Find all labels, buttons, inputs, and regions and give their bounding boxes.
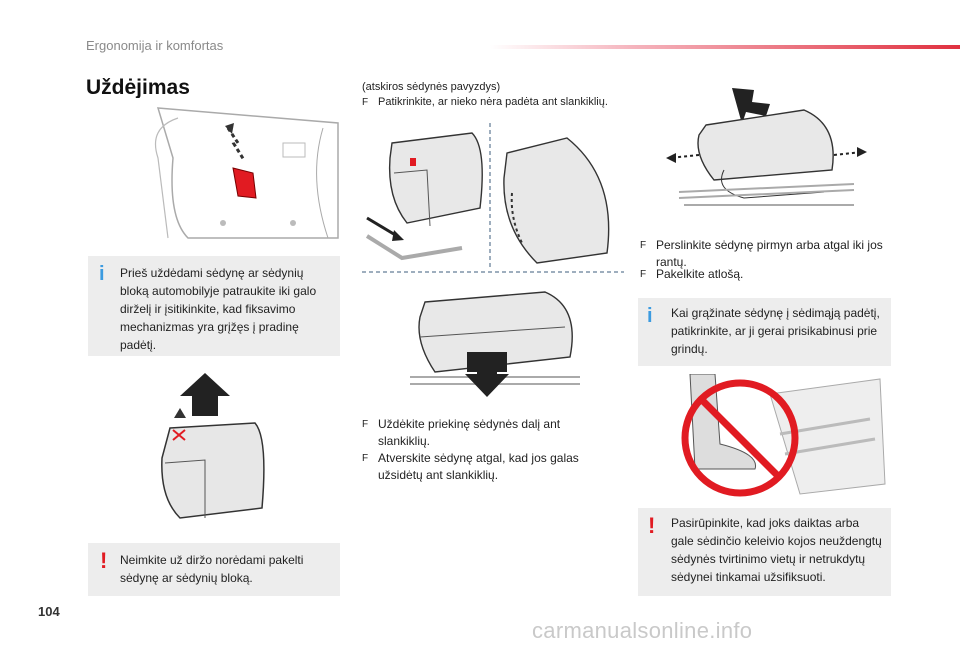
- bullet-icon: F: [362, 453, 369, 464]
- illustration-latch-handle: [88, 98, 340, 248]
- intro-bullet-text: Patikrinkite, ar nieko nėra padėta ant s…: [378, 96, 608, 108]
- header-accent-bar: [490, 45, 960, 49]
- bullet-icon: F: [362, 419, 369, 430]
- bullet-icon: F: [640, 269, 647, 280]
- right-bullet-1: F Perslinkite sėdynę pirmyn arba atgal i…: [640, 237, 890, 271]
- info-text: Kai grąžinate sėdynę į sėdimąją padėtį, …: [671, 306, 880, 356]
- illustration-place-on-rails: [362, 118, 624, 276]
- info-box-belt: i Prieš uždėdami sėdynę ar sėdynių bloką…: [88, 256, 340, 356]
- right-bullet-2: F Pakelkite atlošą.: [640, 266, 890, 283]
- page-title: Uždėjimas: [86, 76, 190, 99]
- illustration-slide-seat: [654, 80, 872, 218]
- warning-text: Neimkite už diržo norėdami pakelti sėdyn…: [120, 553, 304, 585]
- intro-example: (atskiros sėdynės pavyzdys): [362, 81, 501, 93]
- bullet-icon: F: [640, 240, 647, 251]
- middle-bullet-2: F Atverskite sėdynę atgal, kad jos galas…: [362, 450, 602, 484]
- middle-bullet-1: F Uždėkite priekinę sėdynės dalį ant sla…: [362, 416, 602, 450]
- intro-bullet: F Patikrinkite, ar nieko nėra padėta ant…: [362, 95, 632, 112]
- middle-bullet-text-1: Uždėkite priekinę sėdynės dalį ant slank…: [378, 417, 561, 448]
- info-text: Prieš uždėdami sėdynę ar sėdynių bloką a…: [120, 266, 317, 352]
- watermark: carmanualsonline.info: [532, 618, 753, 643]
- warning-icon: !: [648, 513, 656, 538]
- page-number: 104: [38, 604, 60, 619]
- warning-box-fixing: ! Pasirūpinkite, kad joks daiktas arba g…: [638, 508, 891, 596]
- illustration-no-feet: [650, 374, 890, 500]
- info-icon: i: [647, 305, 653, 327]
- middle-bullet-text-2: Atverskite sėdynę atgal, kad jos galas u…: [378, 451, 579, 482]
- warning-box-belt: ! Neimkite už diržo norėdami pakelti sėd…: [88, 543, 340, 596]
- illustration-lift-seat: [150, 368, 270, 528]
- illustration-seat-down: [405, 282, 585, 402]
- warning-icon: !: [100, 548, 108, 573]
- right-bullet-text-2: Pakelkite atlošą.: [656, 267, 744, 281]
- warning-text: Pasirūpinkite, kad joks daiktas arba gal…: [671, 516, 882, 584]
- info-icon: i: [99, 263, 105, 285]
- right-bullet-text-1: Perslinkite sėdynę pirmyn arba atgal iki…: [656, 238, 883, 269]
- bullet-icon: F: [362, 97, 369, 108]
- info-box-floor: i Kai grąžinate sėdynę į sėdimąją padėtį…: [638, 298, 891, 366]
- section-label: Ergonomija ir komfortas: [86, 38, 224, 53]
